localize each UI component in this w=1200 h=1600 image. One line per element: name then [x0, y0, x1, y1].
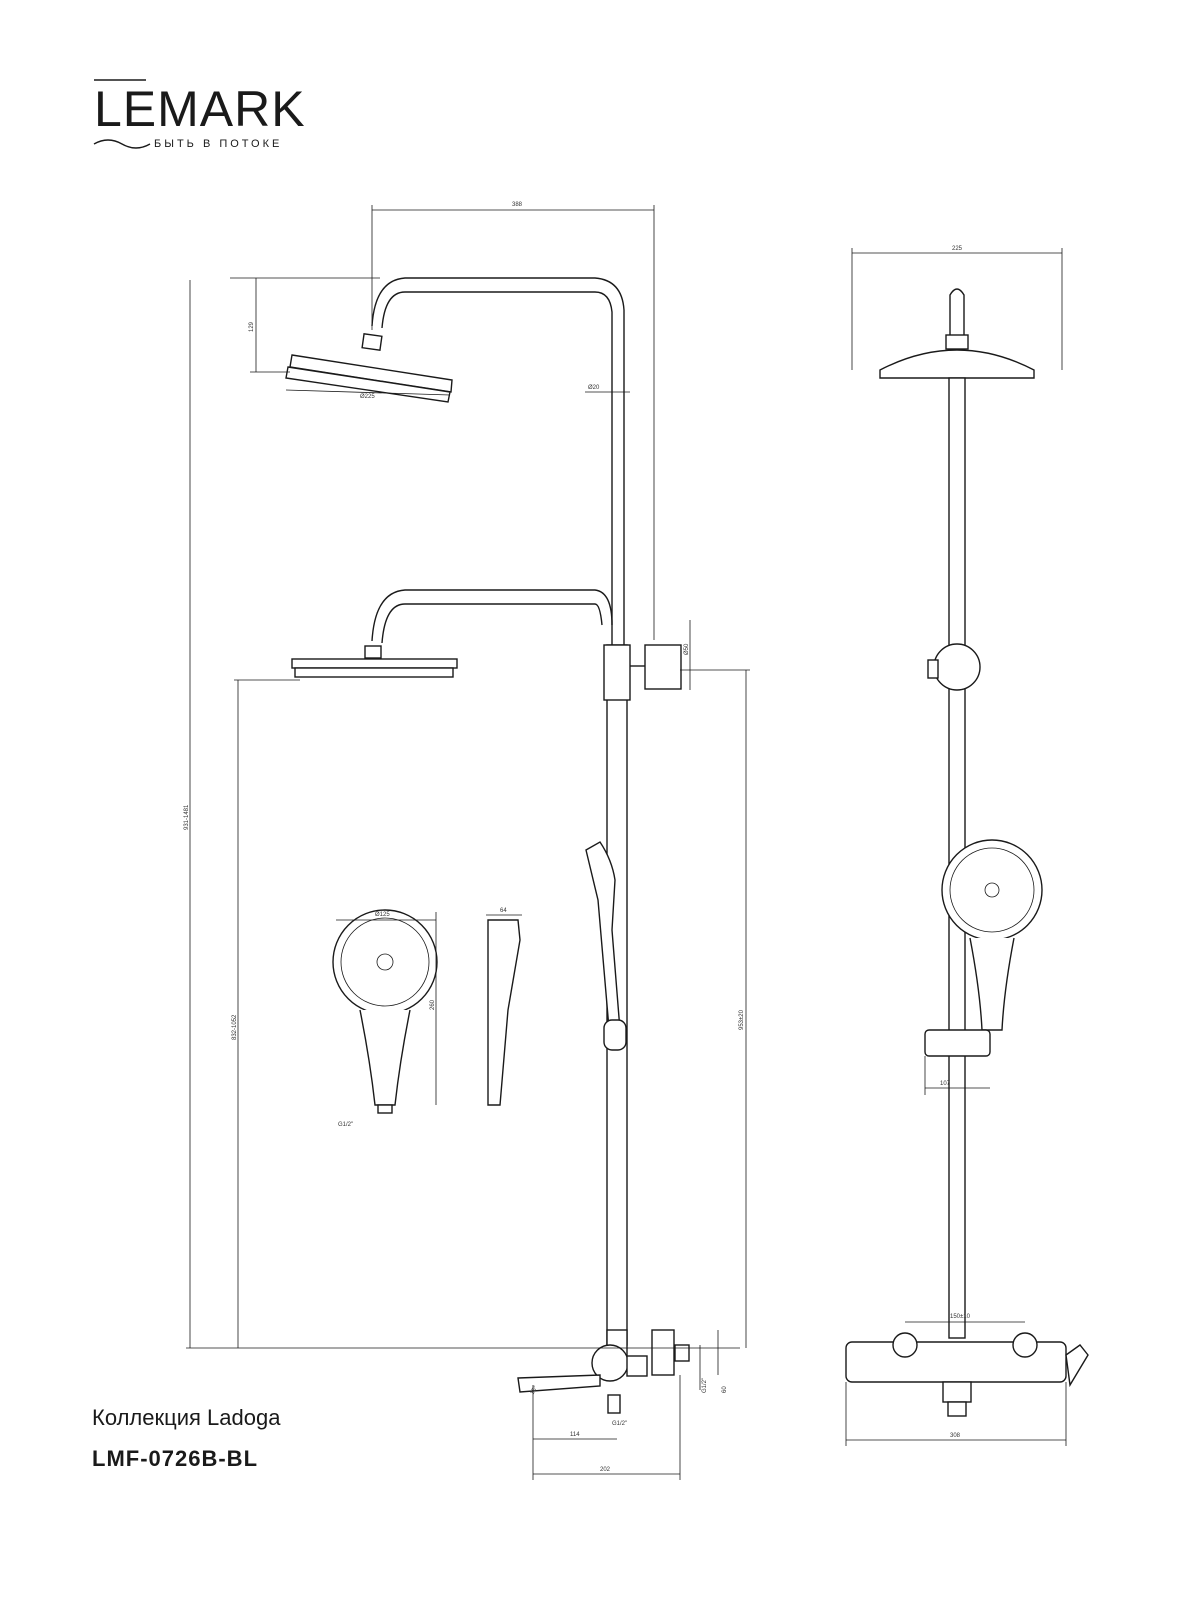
dim-bracket-height: 953±20	[739, 1009, 745, 1030]
shower-head-lower	[291, 658, 458, 669]
dim-head-height: 832-1052	[232, 1014, 238, 1040]
dim-spout-thread: G1/2"	[612, 1421, 627, 1427]
dim-head-drop: 129	[249, 321, 255, 332]
dim-mixer-depth: 202	[600, 1467, 611, 1473]
front-view: 225 107 150±10 308	[845, 246, 1089, 1446]
front-shower-head	[879, 349, 1035, 379]
dim-spout-reach: 114	[570, 1432, 580, 1438]
dim-slider-width: 107	[940, 1081, 951, 1087]
dim-hand-thread: G1/2"	[338, 1122, 353, 1128]
hand-shower-detail: Ø125 260 G1/2" 64	[332, 908, 522, 1128]
dim-inlet-thread: G1/2"	[702, 1378, 708, 1393]
brand-logo: LEMARK БЫТЬ В ПОТОКЕ	[92, 78, 342, 158]
dim-head-diameter: Ø225	[360, 394, 375, 400]
dim-total-height: 931-1481	[184, 804, 190, 830]
dim-hand-diameter: Ø125	[375, 912, 390, 918]
dim-hand-depth: 64	[500, 908, 507, 914]
logo-tagline: БЫТЬ В ПОТОКЕ	[154, 138, 283, 150]
shower-head-upper	[289, 354, 453, 393]
dim-spout-angle: 15°	[530, 1385, 540, 1396]
logo-wave	[93, 79, 151, 149]
dim-wall-bracket: Ø50	[684, 643, 690, 655]
dim-centers: 150±10	[950, 1314, 971, 1320]
spout	[517, 1374, 601, 1393]
dim-inlet-height: 60	[722, 1386, 728, 1393]
side-view: 388 129 Ø225 Ø20 931-1481 832-1052 Ø50 9…	[184, 202, 750, 1480]
dim-mixer-width: 308	[950, 1433, 961, 1439]
model-number: LMF-0726B-BL	[92, 1446, 259, 1471]
dim-arm-reach: 388	[512, 202, 523, 208]
dim-front-head-width: 225	[952, 246, 963, 252]
collection-label: Коллекция Ladoga	[92, 1405, 281, 1430]
dim-hand-length: 260	[430, 999, 436, 1010]
dim-pipe-diameter: Ø20	[588, 385, 600, 391]
logo-wordmark: LEMARK	[94, 81, 306, 137]
